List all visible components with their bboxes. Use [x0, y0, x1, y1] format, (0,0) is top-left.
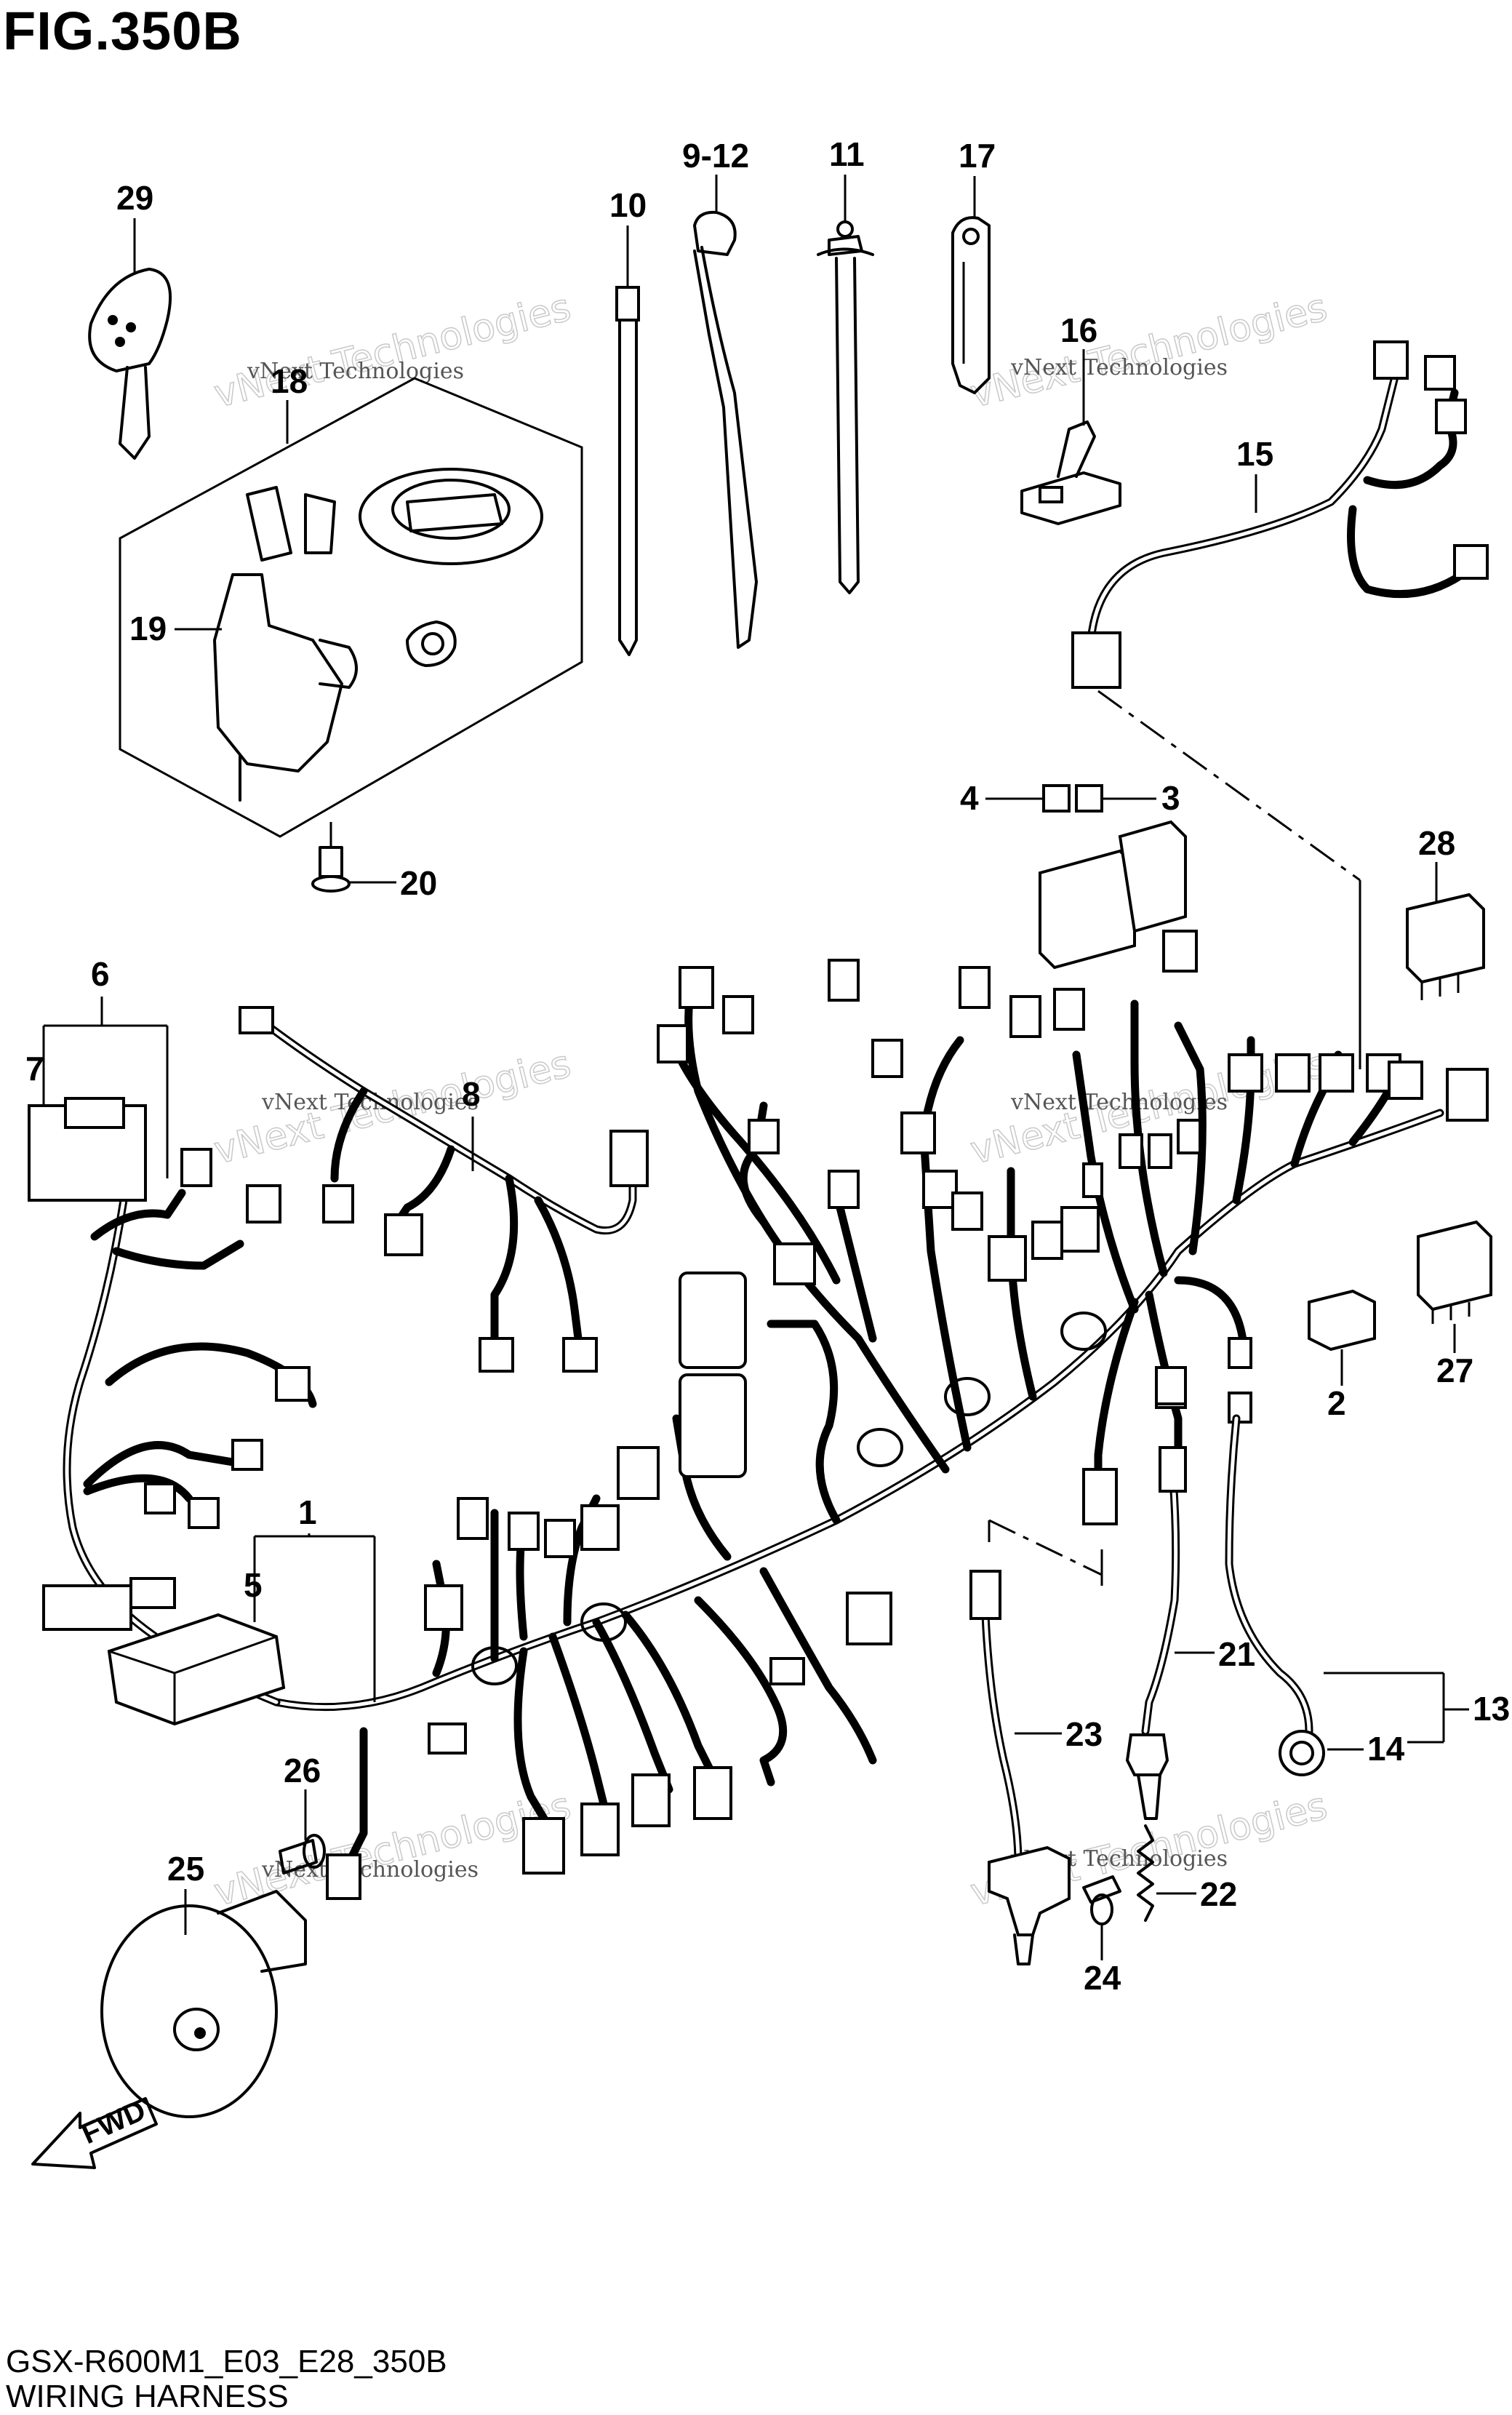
callout-7: 7: [25, 1050, 44, 1087]
callout-20: 20: [400, 864, 437, 902]
part-20-screw[interactable]: [311, 846, 351, 893]
part-28-relay[interactable]: [1406, 893, 1485, 1000]
callout-19: 19: [129, 610, 167, 647]
watermark-small: vNext Technologies: [1010, 1090, 1228, 1115]
watermark-small: vNext Technologies: [1010, 355, 1228, 380]
part-3-fuse[interactable]: [1075, 784, 1103, 813]
callout-3: 3: [1161, 779, 1180, 817]
part-1-main-harness[interactable]: [28, 820, 1489, 1900]
callout-13: 13: [1473, 1690, 1510, 1728]
watermark-small: vNext Technologies: [247, 359, 464, 384]
callout-4: 4: [960, 779, 979, 817]
part-17-strap[interactable]: [951, 216, 991, 394]
part-8-sub-harness[interactable]: [239, 1006, 649, 1373]
callout-15: 15: [1236, 435, 1273, 473]
part-11-tie-clip[interactable]: [817, 220, 874, 594]
callout-8: 8: [462, 1075, 481, 1113]
callout-16: 16: [1060, 311, 1097, 349]
part-27-relay[interactable]: [1417, 1220, 1492, 1324]
part-15-sub-harness[interactable]: [1071, 340, 1489, 689]
part-9-12-clamp[interactable]: [693, 210, 758, 649]
callout-23: 23: [1065, 1715, 1103, 1753]
callout-5: 5: [244, 1566, 263, 1604]
callout-1: 1: [298, 1493, 317, 1531]
part-25-horn[interactable]: [100, 1890, 307, 2118]
part-2-cap[interactable]: [1308, 1289, 1376, 1352]
callout-29: 29: [116, 179, 153, 217]
callout-11: 11: [829, 135, 865, 173]
part-26-bolt[interactable]: [279, 1834, 326, 1875]
callout-6: 6: [91, 955, 110, 993]
callout-27: 27: [1436, 1352, 1473, 1389]
part-4-fuse[interactable]: [1042, 784, 1071, 813]
callout-22: 22: [1200, 1875, 1237, 1913]
callout-26: 26: [284, 1752, 321, 1789]
figure-title: FIG.350B: [3, 1, 242, 61]
part-16-bracket[interactable]: [1020, 420, 1121, 525]
part-10-cable-tie[interactable]: [615, 286, 640, 656]
part-13-sensor[interactable]: [1225, 1414, 1325, 1776]
callout-28: 28: [1418, 824, 1455, 862]
part-18-ignition-set[interactable]: [119, 377, 583, 838]
watermark-large: vNext Technologies: [967, 286, 1332, 417]
watermark-large: vNext Technologies: [210, 286, 575, 417]
part-5-box[interactable]: [107, 1613, 286, 1726]
part-22-spring[interactable]: [1137, 1824, 1154, 1922]
callout-9-12: 9-12: [682, 137, 749, 175]
diagram-name: WIRING HARNESS: [6, 2379, 289, 2414]
callout-2: 2: [1327, 1384, 1346, 1422]
fwd-arrow: FWD: [31, 2094, 158, 2169]
part-23-switch[interactable]: [969, 1570, 1071, 1965]
callout-18: 18: [271, 362, 308, 400]
callout-24: 24: [1084, 1959, 1121, 1997]
part-21-switch[interactable]: [1125, 1446, 1187, 1820]
callout-21: 21: [1218, 1635, 1255, 1673]
callout-14: 14: [1367, 1730, 1405, 1768]
part-29-key[interactable]: [88, 268, 172, 460]
callout-10: 10: [609, 186, 647, 224]
callout-25: 25: [167, 1850, 204, 1888]
callout-17: 17: [959, 137, 996, 175]
model-code: GSX-R600M1_E03_E28_350B: [6, 2344, 447, 2379]
